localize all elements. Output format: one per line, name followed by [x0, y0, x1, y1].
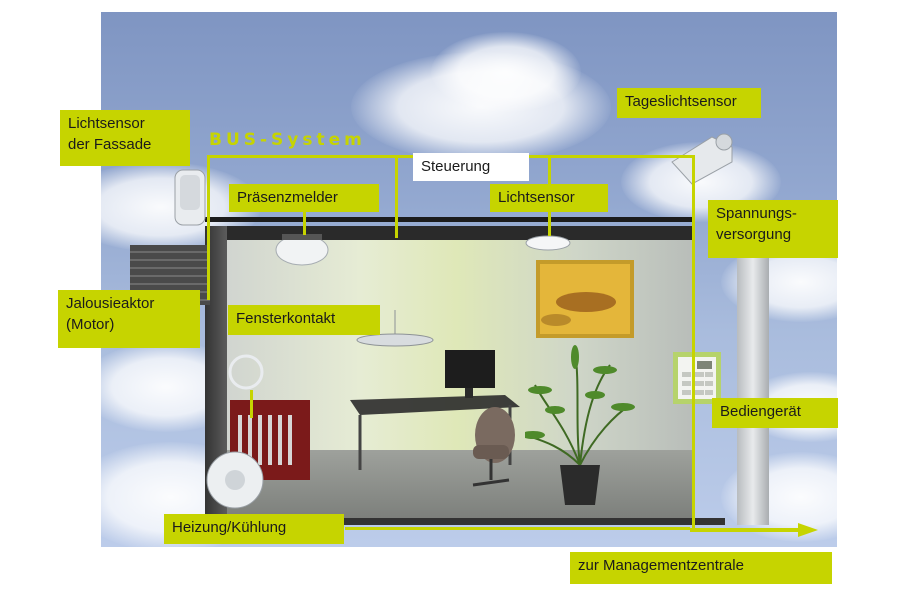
ceiling-lamp-illustration [356, 310, 434, 347]
wall-painting [536, 260, 634, 338]
label-fensterkontakt: Fensterkontakt [228, 305, 380, 335]
desk-workstation-illustration [350, 350, 520, 487]
label-line: Jalousieaktor [66, 295, 155, 312]
label-lichtsensor-fassade: Lichtsensor der Fassade [60, 110, 190, 166]
bus-line-heating [250, 390, 253, 418]
bus-system-title: BUS-System [209, 130, 366, 150]
arrow-right-icon [690, 523, 818, 537]
room-ceiling [217, 226, 695, 240]
label-jalousieaktor: Jalousieaktor (Motor) [58, 290, 200, 348]
cloud [431, 32, 581, 112]
bus-line-presence [303, 195, 306, 235]
presence-detector-illustration [275, 234, 329, 266]
label-lichtsensor: Lichtsensor [490, 184, 608, 212]
label-line: Lichtsensor [68, 115, 145, 132]
control-panel-illustration [673, 352, 721, 404]
label-bediengeraet: Bediengerät [712, 398, 838, 428]
label-managementzentrale: zur Managementzentrale [570, 552, 832, 584]
heating-cooling-illustration [206, 400, 310, 509]
bus-line-right-vertical [692, 155, 695, 530]
window-contact-illustration [228, 354, 264, 390]
label-line: (Motor) [66, 316, 115, 333]
label-steuerung: Steuerung [413, 153, 529, 181]
label-heizung-kuehlung: Heizung/Kühlung [164, 514, 344, 544]
label-line: versorgung [716, 226, 792, 243]
bus-line-left-vertical [207, 155, 210, 300]
pillar [737, 250, 769, 525]
label-praesenzmelder: Präsenzmelder [229, 184, 379, 212]
roof-line [205, 217, 695, 222]
building-base [205, 518, 725, 525]
bus-line-center [395, 158, 398, 238]
light-sensor-illustration [525, 235, 571, 251]
label-spannungsversorgung: Spannungs- versorgung [708, 200, 838, 258]
label-line: Spannungs- [716, 205, 797, 222]
label-line: der Fassade [68, 136, 152, 153]
daylight-sensor-illustration [671, 133, 733, 185]
plant-illustration [525, 345, 635, 505]
bus-line-bottom [345, 527, 690, 530]
facade-wall [205, 226, 227, 526]
label-tageslichtsensor: Tageslichtsensor [617, 88, 761, 118]
facade-devices-illustration [130, 169, 210, 305]
